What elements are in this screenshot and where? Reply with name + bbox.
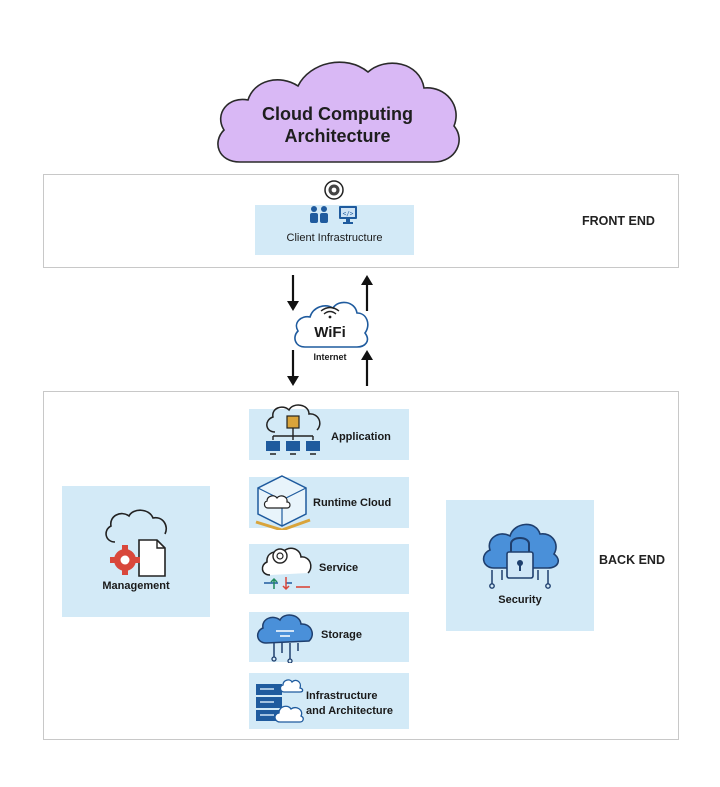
- management-box: [62, 486, 210, 617]
- cube-cloud-icon: [255, 475, 311, 530]
- server-cloud-icon: [256, 679, 304, 723]
- gear-icon: [324, 180, 344, 200]
- title-line-2: Architecture: [284, 126, 391, 146]
- arrow-up-icon: [361, 350, 373, 386]
- security-label: Security: [498, 594, 542, 606]
- diagram-title: Cloud Computing Architecture: [210, 103, 465, 147]
- client-infrastructure-label: Client Infrastructure: [286, 232, 383, 244]
- application-label: Application: [331, 431, 391, 443]
- wifi-text: WiFi: [314, 324, 346, 341]
- service-label: Service: [319, 562, 359, 574]
- internet-label: Internet: [313, 352, 347, 362]
- infrastructure-label-line-2: and Architecture: [306, 705, 394, 717]
- back-end-label: BACK END: [599, 553, 665, 567]
- front-end-label: FRONT END: [582, 214, 655, 228]
- storage-label: Storage: [321, 629, 362, 641]
- application-box: [249, 409, 409, 460]
- arrow-up-icon: [361, 275, 373, 311]
- arrow-down-icon: [287, 275, 299, 311]
- cloud-lock-icon: [482, 523, 560, 589]
- infrastructure-label-line-1: Infrastructure: [306, 690, 378, 702]
- runtime-cloud-label: Runtime Cloud: [313, 497, 392, 509]
- infrastructure-label: Infrastructure and Architecture: [306, 689, 393, 719]
- client-infrastructure-box: [255, 205, 414, 255]
- management-label: Management: [102, 580, 170, 592]
- monitor-code-icon: </>: [339, 206, 357, 224]
- title-line-1: Cloud Computing: [262, 104, 413, 124]
- cloud-circuit-icon: [257, 614, 313, 663]
- title-cloud: [217, 61, 460, 163]
- users-icon: [310, 206, 328, 223]
- svg-text:</>: </>: [343, 211, 354, 218]
- arrow-down-icon: [287, 350, 299, 386]
- cloud-network-icon: [266, 404, 321, 455]
- cloud-gear-icon: [261, 547, 312, 591]
- client-icons: </>: [310, 180, 357, 224]
- cloud-document-gear-icon: [105, 509, 168, 577]
- wifi-cloud-icon: WiFi: [294, 301, 369, 348]
